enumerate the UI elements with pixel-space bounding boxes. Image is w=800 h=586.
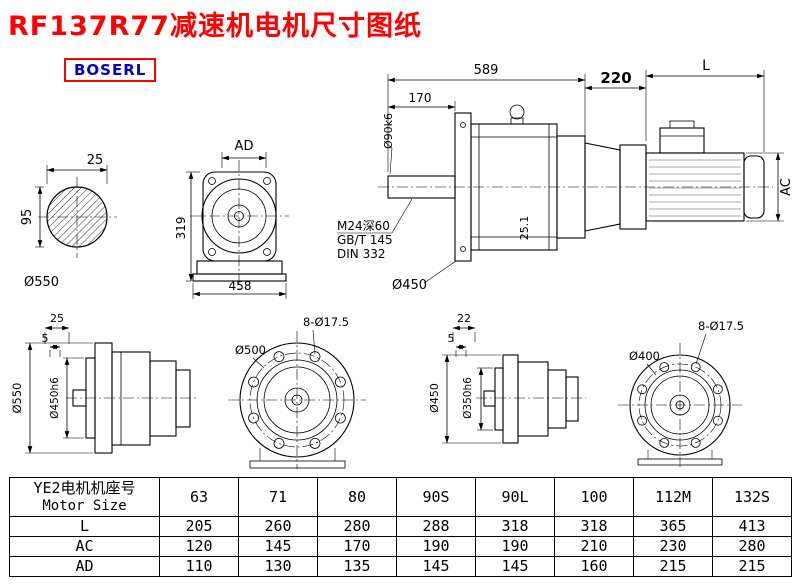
- flange-reducer-side-view-large: 25 5 Ø550 Ø450h6: [10, 312, 198, 454]
- flange-reducer-side-view-small: 22 5 Ø450 Ø350h6: [428, 312, 586, 444]
- cell-AD-4: 145: [475, 556, 555, 577]
- cell-L-3: 288: [396, 516, 476, 537]
- note-gbt: GB/T 145: [337, 233, 393, 247]
- cell-L-6: 365: [633, 516, 713, 537]
- note-thread: M24深60: [337, 219, 390, 233]
- table-row-L: L 205 260 280 288 318 318 365 413: [9, 516, 792, 537]
- cell-L-4: 318: [475, 516, 555, 537]
- cell-L-1: 260: [238, 516, 318, 537]
- dim-shaft-width: 25: [87, 153, 104, 168]
- motor-size-63: 63: [159, 477, 239, 517]
- dim-spigot-dia-450h6: Ø450h6: [49, 377, 61, 419]
- row-label-AD: AD: [9, 556, 160, 577]
- cell-AD-2: 135: [317, 556, 397, 577]
- dim-22: 22: [457, 312, 471, 325]
- foot-base: [249, 460, 346, 469]
- label-bolt-circle-500: Ø500: [235, 343, 266, 357]
- label-dia-550: Ø550: [24, 275, 59, 290]
- cell-AC-3: 190: [396, 536, 476, 557]
- dim-170: 170: [409, 91, 432, 105]
- cell-AC-2: 170: [317, 536, 397, 557]
- dim-outer-dia-450: Ø450: [428, 383, 441, 413]
- cell-AC-1: 145: [238, 536, 318, 557]
- row-label-AC: AC: [9, 536, 160, 557]
- cell-L-0: 205: [159, 516, 239, 537]
- eyebolt: [509, 104, 525, 120]
- shaft-section-circle: [46, 186, 108, 248]
- motor-size-90L: 90L: [475, 477, 555, 517]
- cell-L-7: 413: [712, 516, 792, 537]
- dim-shaft-height: 95: [20, 209, 35, 226]
- dim-5: 5: [448, 332, 455, 345]
- dimension-table: YE2电机机座号 Motor Size 63 71 80 90S 90L 100…: [9, 477, 792, 577]
- flange-front-view-small: 8-Ø17.5 Ø400: [618, 319, 744, 467]
- dim-ac: AC: [779, 178, 794, 196]
- cell-AC-0: 120: [159, 536, 239, 557]
- dim-shaft-dia: Ø90k6: [382, 113, 395, 149]
- table-row-AD: AD 110 130 135 145 145 160 215 215: [9, 556, 792, 577]
- dim-detail-251: 25.1: [518, 216, 531, 241]
- cell-L-2: 280: [317, 516, 397, 537]
- motor-size-112M: 112M: [633, 477, 713, 517]
- dim-220: 220: [600, 69, 631, 87]
- cell-AD-1: 130: [238, 556, 318, 577]
- table-header-row: YE2电机机座号 Motor Size 63 71 80 90S 90L 100…: [9, 477, 792, 517]
- housing-outline: [202, 171, 277, 262]
- cell-AC-5: 210: [554, 536, 634, 557]
- dim-319: 319: [174, 217, 188, 240]
- cell-AC-4: 190: [475, 536, 555, 557]
- dim-L: L: [702, 58, 710, 74]
- dim-flange-dia: Ø450: [392, 278, 427, 293]
- label-bolt-holes: 8-Ø17.5: [303, 315, 349, 329]
- base-block: [196, 260, 283, 275]
- note-din: DIN 332: [337, 247, 385, 261]
- spigot: [494, 367, 504, 431]
- motor-size-71: 71: [238, 477, 318, 517]
- dim-spigot-dia-350h6: Ø350h6: [462, 377, 474, 419]
- flange-front-view-large: 8-Ø17.5 Ø500: [228, 315, 366, 469]
- cell-AD-5: 160: [554, 556, 634, 577]
- motor-size-header-cn: YE2电机机座号: [33, 479, 136, 497]
- label-bolt-circle-400: Ø400: [629, 349, 660, 363]
- cell-AC-7: 280: [712, 536, 792, 557]
- terminal-box: [659, 127, 705, 154]
- label-bolt-holes: 8-Ø17.5: [698, 319, 744, 333]
- dim-25: 25: [50, 312, 64, 325]
- reducer-front-view: AD 319 458: [174, 139, 289, 299]
- foot-base: [637, 458, 723, 466]
- dim-458: 458: [229, 279, 252, 293]
- table-row-AC: AC 120 145 170 190 190 210 230 280: [9, 536, 792, 557]
- cell-L-5: 318: [554, 516, 634, 537]
- motor-size-132S: 132S: [712, 477, 792, 517]
- cell-AD-3: 145: [396, 556, 476, 577]
- motor-size-header-en: Motor Size: [42, 498, 127, 514]
- dim-ad: AD: [235, 139, 254, 154]
- motor-size-100: 100: [554, 477, 634, 517]
- motor-size-90S: 90S: [396, 477, 476, 517]
- shaft-section-view: 25 95 Ø550: [20, 153, 117, 290]
- cell-AD-0: 110: [159, 556, 239, 577]
- motor-size-header: YE2电机机座号 Motor Size: [9, 477, 160, 517]
- cell-AC-6: 230: [633, 536, 713, 557]
- flange-plate: [502, 354, 519, 444]
- dim-outer-dia-550: Ø550: [10, 382, 24, 413]
- shaft-stub: [483, 390, 496, 407]
- cell-AD-7: 215: [712, 556, 792, 577]
- fan-cover: [743, 155, 765, 219]
- assembly-side-view: 589 170 Ø90k6 220 L AC M24深60 GB/T 145 D…: [337, 58, 794, 293]
- page-title: RF137R77减速机电机尺寸图纸: [8, 11, 422, 42]
- motor-size-80: 80: [317, 477, 397, 517]
- cell-AD-6: 215: [633, 556, 713, 577]
- row-label-L: L: [9, 516, 160, 537]
- brand-logo: BOSERL: [64, 58, 157, 82]
- dim-589: 589: [474, 63, 499, 78]
- dim-5: 5: [42, 332, 49, 345]
- technical-drawing: 25 95 Ø550 AD 319 458: [10, 58, 794, 469]
